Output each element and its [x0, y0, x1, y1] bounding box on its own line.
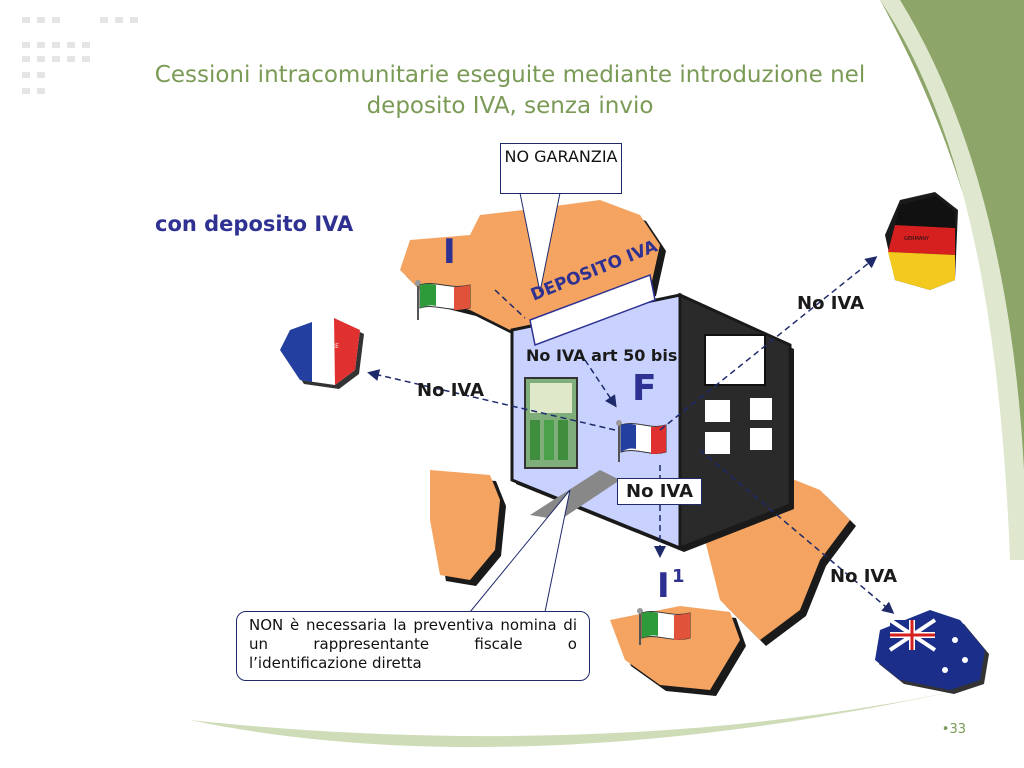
germany-map: [885, 192, 958, 290]
node-italy-letter: I: [443, 232, 456, 272]
flag-france: [616, 420, 667, 462]
decor-swoosh: [880, 0, 1024, 560]
flag-italy-top: [415, 280, 471, 320]
callout-no-garanzia: NO GARANZIA: [500, 143, 622, 194]
building-shadow: [530, 470, 620, 520]
label-germany: No IVA: [797, 293, 865, 314]
slide-title: Cessioni intracomunitarie eseguite media…: [154, 62, 866, 119]
node-italy2-letter: I: [657, 566, 670, 606]
decor-swoosh-light: [880, 0, 1024, 560]
decor-wave: [190, 690, 960, 748]
australia-map: [875, 610, 989, 694]
flag-italy-bottom: [637, 608, 691, 645]
label-italy2: No IVA: [617, 478, 703, 505]
france-map-text: FRANCE: [315, 343, 339, 350]
france-map: [280, 315, 364, 389]
germany-map-text: GERMANY: [904, 236, 930, 242]
label-art50: No IVA art 50 bis: [526, 346, 678, 365]
callout-rappresentante: NON è necessaria la preventiva nomina di…: [236, 611, 590, 681]
decor-dots: [22, 17, 138, 94]
page-number: •33: [941, 722, 966, 737]
node-italy2-sup: 1: [672, 566, 685, 587]
label-australia: No IVA: [830, 566, 898, 587]
label-france: No IVA: [417, 380, 485, 401]
node-depot-letter: F: [632, 368, 657, 409]
slide-subtitle: con deposito IVA: [155, 212, 354, 236]
